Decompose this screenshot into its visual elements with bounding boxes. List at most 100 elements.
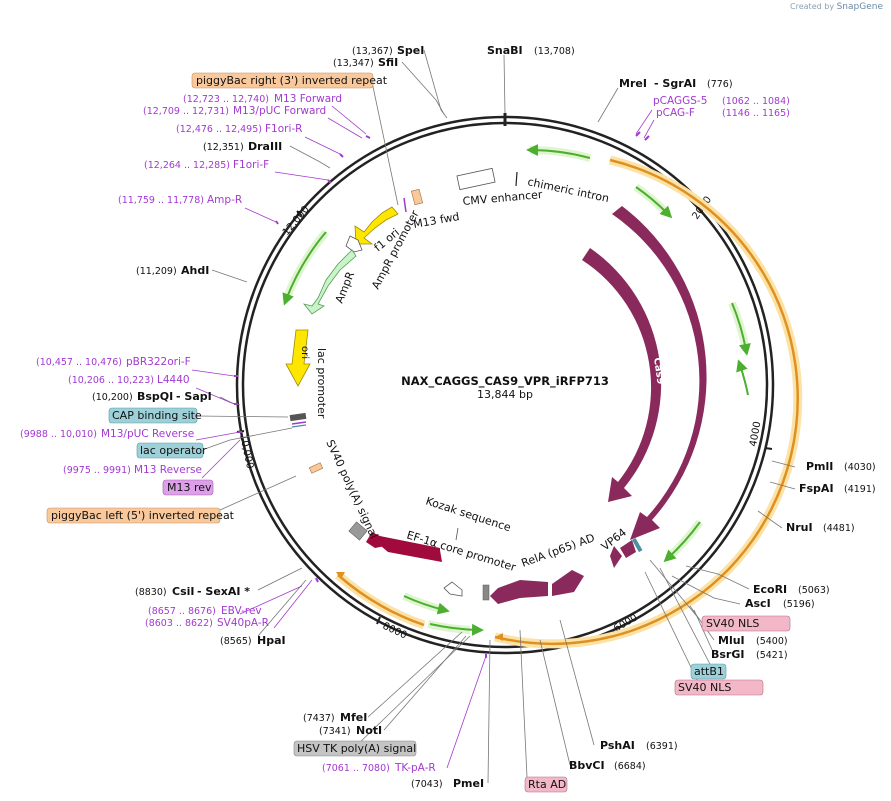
svg-text:Rta AD: Rta AD: [528, 778, 566, 791]
svg-text:SV40 NLS: SV40 NLS: [678, 681, 731, 694]
svg-text:F1ori-R: F1ori-R: [265, 123, 302, 135]
svg-text:(13,367): (13,367): [352, 46, 393, 57]
irfp713-body: [374, 539, 442, 562]
cmv-enhancer-label: CMV enhancer: [462, 188, 543, 208]
svg-text:(12,709 .. 12,731): (12,709 .. 12,731): [143, 106, 229, 117]
site-mfei: (7437) MfeI: [303, 711, 367, 724]
site-ecori: EcoRI (5063): [753, 583, 830, 596]
primer-marks: [234, 131, 650, 658]
primer-tk-pa-r: (7061 .. 7080) TK-pA-R: [322, 762, 436, 774]
svg-text:M13 Forward: M13 Forward: [274, 93, 342, 105]
primer-amp-r: (11,759 .. 11,778) Amp-R: [118, 194, 242, 206]
svg-text:pCAG-F: pCAG-F: [656, 107, 695, 119]
primer-pcaggs-5: pCAGGS-5 (1062 .. 1084): [653, 95, 790, 107]
svg-text:(7043): (7043): [411, 779, 443, 790]
site-bbvci: BbvCI (6684): [569, 759, 646, 772]
sv40-polya-label: SV40 poly(A) signal: [323, 438, 380, 541]
svg-text:(776): (776): [707, 79, 733, 90]
snapgene-brand: Created by SnapGene: [790, 2, 883, 12]
site-spei: (13,367) SpeI: [352, 44, 424, 57]
cas9-outer-arrow: [612, 206, 707, 540]
cas9-outer-label: Cas9: [703, 361, 718, 389]
vp64-arrow: [610, 546, 622, 568]
site-csii-sexai: (8830) CsiI - SexAI *: [135, 585, 250, 598]
primer-m13-reverse: (9975 .. 9991) M13 Reverse: [63, 464, 202, 476]
cas9-inner-label: Cas9: [651, 357, 666, 385]
svg-text:AhdI: AhdI: [181, 264, 209, 277]
site-fspai: FspAI (4191): [799, 482, 876, 495]
site-snabi: SnaBI (13,708): [487, 44, 575, 57]
box-sv40-nls-2: SV40 NLS: [674, 679, 764, 696]
attb1-mark: [632, 538, 643, 553]
svg-text:(12,476 .. 12,495): (12,476 .. 12,495): [176, 124, 262, 135]
svg-text:(5063): (5063): [798, 585, 830, 596]
plasmid-size: 13,844 bp: [477, 388, 533, 401]
site-nrui: NruI (4481): [786, 521, 855, 534]
cmv-enhancer-box: [456, 167, 496, 191]
box-lac-operator: lac operator: [136, 442, 207, 459]
tick-label-10000: 10,000: [237, 433, 255, 470]
svg-text:(8830): (8830): [135, 587, 167, 598]
svg-text:- SapI: - SapI: [176, 390, 212, 403]
svg-text:(12,723 .. 12,740): (12,723 .. 12,740): [183, 94, 269, 105]
svg-text:(7341): (7341): [319, 726, 351, 737]
primer-pcag-f: pCAG-F (1146 .. 1165): [656, 107, 790, 119]
svg-text:(7437): (7437): [303, 713, 335, 724]
primer-l4440: (10,206 .. 10,223) L4440: [68, 374, 190, 386]
svg-text:MluI: MluI: [718, 634, 745, 647]
svg-text:BspQI: BspQI: [137, 390, 173, 403]
ampr-promoter-arrow: [345, 235, 363, 253]
rela-label: RelA (p65) AD: [520, 531, 597, 570]
svg-text:EcoRI: EcoRI: [753, 583, 787, 596]
svg-text:(7061 .. 7080): (7061 .. 7080): [322, 763, 390, 774]
svg-text:(13,347): (13,347): [333, 58, 374, 69]
primer-leaders: [191, 105, 655, 769]
primer-m13-puc-forward: (12,709 .. 12,731) M13/pUC Forward: [143, 105, 326, 117]
svg-text:(12,351): (12,351): [203, 142, 244, 153]
svg-text:BbvCI: BbvCI: [569, 759, 605, 772]
site-pshai: PshAI (6391): [600, 739, 678, 752]
primer-m13-puc-reverse: (9988 .. 10,010) M13/pUC Reverse: [20, 428, 194, 440]
svg-text:(6684): (6684): [614, 761, 646, 772]
svg-text:MfeI: MfeI: [340, 711, 367, 724]
svg-text:FspAI: FspAI: [799, 482, 834, 495]
site-pmei: (7043) PmeI: [411, 777, 484, 790]
site-noti: (7341) NotI: [319, 724, 382, 737]
snapgene-logo: SnapGene: [836, 2, 883, 12]
svg-text:DraIII: DraIII: [248, 140, 282, 153]
svg-text:HpaI: HpaI: [257, 634, 286, 647]
piggybac-left-box: [308, 462, 324, 474]
svg-text:TK-pA-R: TK-pA-R: [394, 762, 436, 774]
primer-ebv-rev: (8657 .. 8676) EBV-rev: [148, 605, 262, 617]
site-bspqi-sapi: (10,200) BspQI - SapI: [92, 390, 212, 403]
box-attb1: attB1: [690, 663, 727, 680]
vp64-arrow-2: [620, 540, 636, 558]
svg-text:HSV TK poly(A) signal: HSV TK poly(A) signal: [297, 742, 416, 755]
svg-text:SnaBI: SnaBI: [487, 44, 523, 57]
m13-fwd-box: [410, 188, 424, 206]
box-hsv-tk-polya: HSV TK poly(A) signal: [293, 740, 417, 757]
svg-text:(8603 .. 8622): (8603 .. 8622): [145, 618, 213, 629]
site-sfii: (13,347) SfiI: [333, 56, 398, 69]
svg-text:(8565): (8565): [220, 636, 252, 647]
site-draiii: (12,351) DraIII: [203, 140, 282, 153]
site-mlui: MluI (5400): [718, 634, 788, 647]
svg-text:(4030): (4030): [844, 462, 876, 473]
svg-text:(4191): (4191): [844, 484, 876, 495]
ori-label: ori: [299, 346, 310, 359]
ef1a-arrow: [443, 581, 463, 597]
primer-m13-forward: (12,723 .. 12,740) M13 Forward: [183, 93, 342, 105]
box-piggybac-left: piggyBac left (5') inverted repeat: [46, 507, 235, 524]
svg-text:(1146 .. 1165): (1146 .. 1165): [722, 108, 790, 119]
cas9-inner-arrow: [582, 248, 662, 502]
m13-fwd-primer: [403, 197, 407, 213]
svg-text:(10,206 .. 10,223): (10,206 .. 10,223): [68, 375, 154, 386]
svg-text:pCAGGS-5: pCAGGS-5: [653, 95, 707, 107]
site-hpai: (8565) HpaI: [220, 634, 286, 647]
svg-text:(8657 .. 8676): (8657 .. 8676): [148, 606, 216, 617]
svg-text:CAP binding site: CAP binding site: [112, 409, 202, 422]
svg-text:PmlI: PmlI: [806, 460, 833, 473]
svg-text:L4440: L4440: [157, 374, 190, 386]
svg-text:(10,200): (10,200): [92, 392, 133, 403]
